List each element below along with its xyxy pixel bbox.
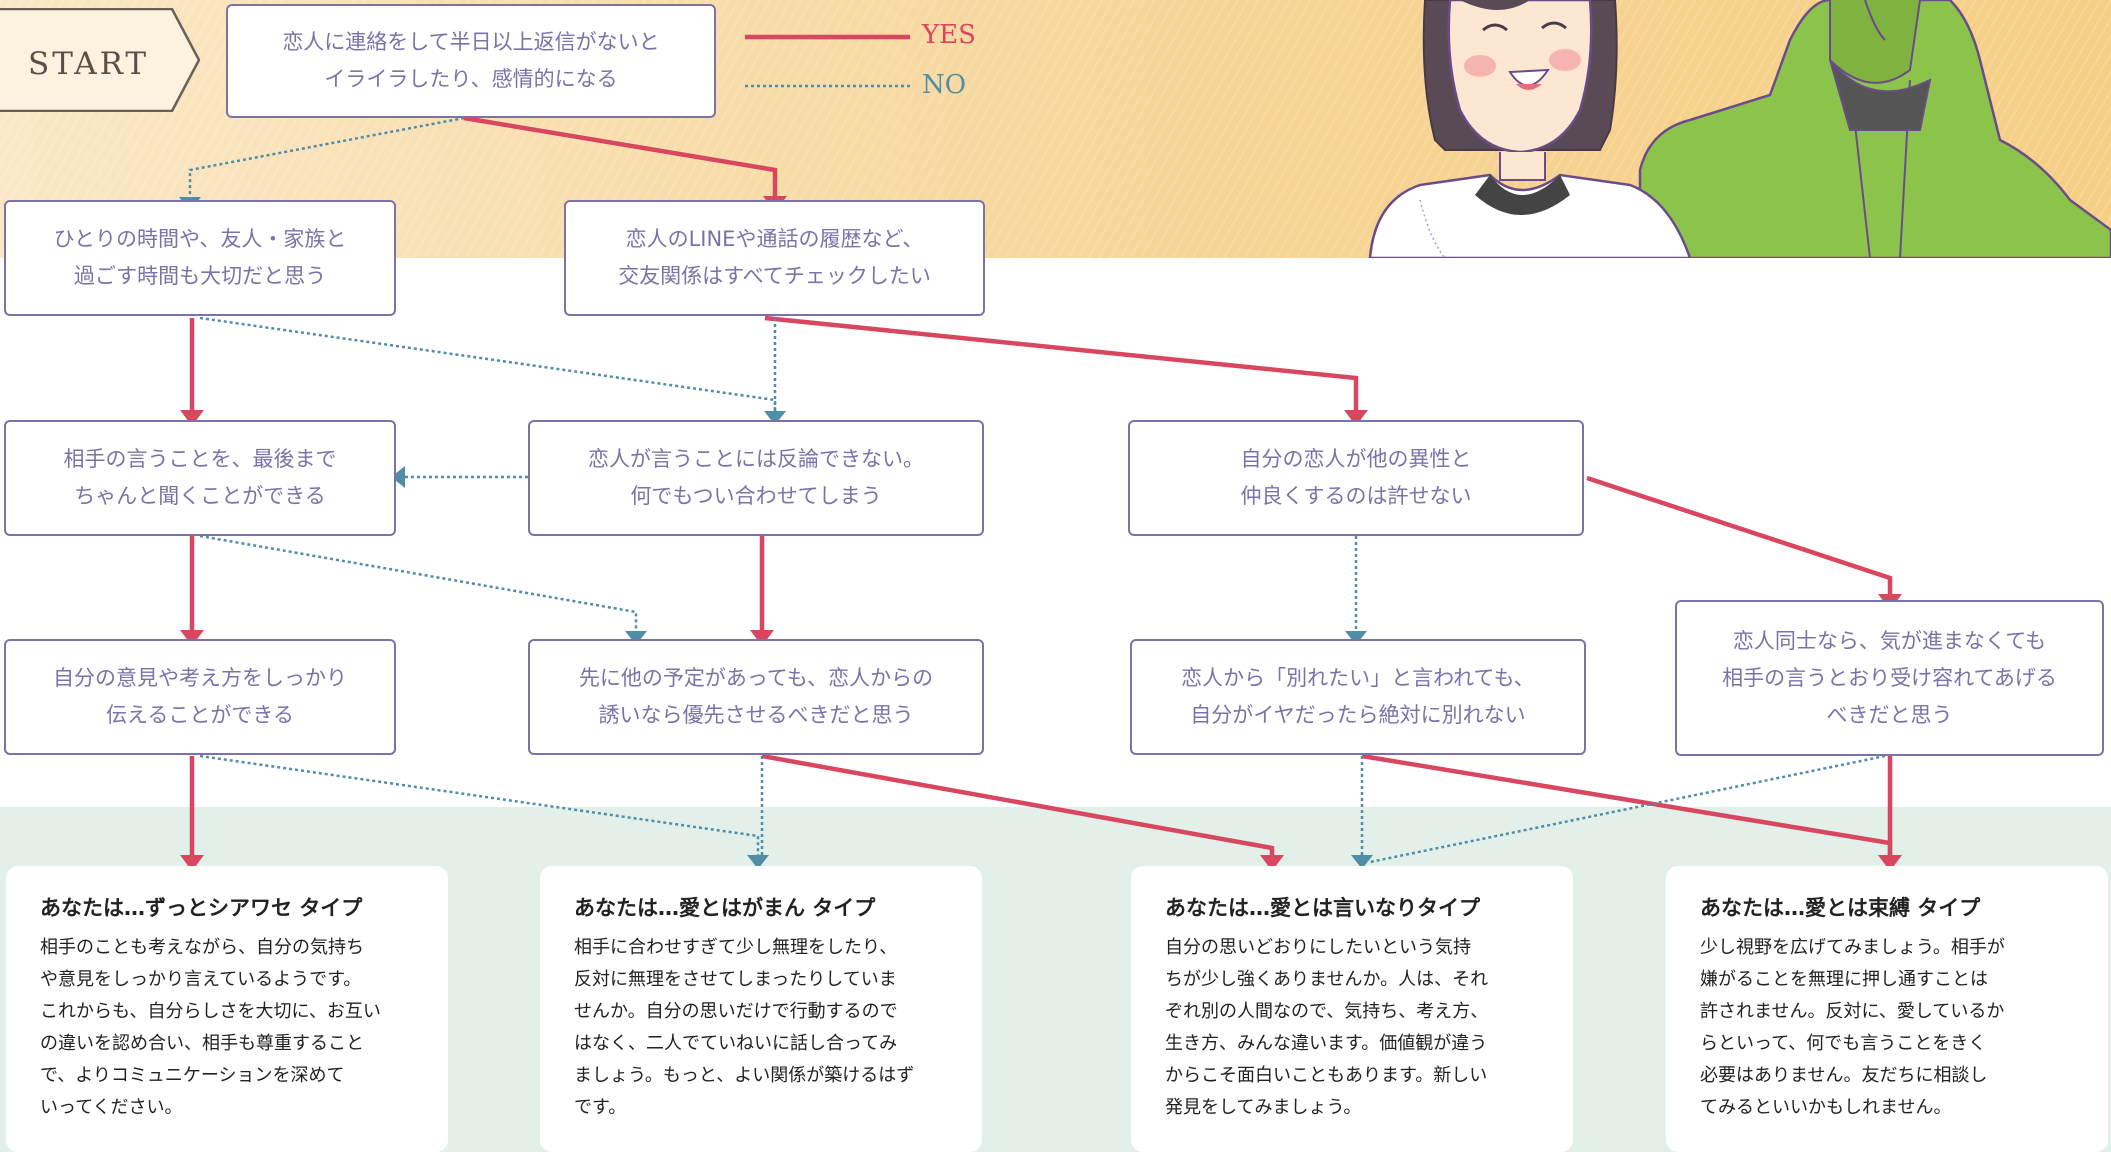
question-box-9: 恋人から「別れたい」と言われても、 自分がイヤだったら絶対に別れない [1130,639,1586,755]
arrowhead [750,630,774,646]
question-box-1: 恋人に連絡をして半日以上返信がないと イライラしたり、感情的になる [226,4,716,118]
question-box-6: 自分の恋人が他の異性と 仲良くするのは許せない [1128,420,1584,536]
start-text: START [28,46,150,82]
question-box-5: 恋人が言うことには反論できない。 何でもつい合わせてしまう [528,420,984,536]
result-title: あなたは…愛とは言いなりタイプ [1165,896,1480,920]
result-description: 相手に合わせすぎて少し無理をしたり、 反対に無理をさせてしまったりしていま せん… [574,937,915,1118]
arrowhead [1878,855,1902,871]
no-arrow-q10-r3 [1369,754,1886,864]
question-box-7: 自分の意見や考え方をしっかり 伝えることができる [4,639,396,755]
yes-arrow-q1-q3 [463,115,778,198]
question-box-8: 先に他の予定があっても、恋人からの 誘いなら優先させるべきだと思う [528,639,984,755]
arrowhead [180,410,204,426]
arrowhead [625,631,647,645]
arrowhead [180,855,204,871]
arrowhead [1260,855,1284,871]
legend-no-label: NO [922,70,967,100]
result-card-1: あなたは…ずっとシアワセ タイプ 相手のことも考えながら、自分の気持ち や意見を… [6,866,448,1152]
result-card-3: あなたは…愛とは言いなりタイプ 自分の思いどおりにしたいという気持 ちが少し強く… [1131,866,1573,1152]
yes-arrow-q6-q10 [1586,475,1893,596]
yes-arrow-q3-q6 [764,315,1359,412]
result-card-2: あなたは…愛とはがまん タイプ 相手に合わせすぎて少し無理をしたり、 反対に無理… [540,866,982,1152]
no-arrow-q2-q5 [199,316,777,412]
no-arrow-q4-q8 [199,534,638,632]
result-title: あなたは…愛とはがまん タイプ [574,896,876,920]
no-arrow-q1-q2 [188,116,465,198]
question-box-3: 恋人のLINEや通話の履歴など、 交友関係はすべてチェックしたい [564,200,985,316]
arrowhead [1344,410,1368,426]
question-box-10: 恋人同士なら、気が進まなくても 相手の言うとおり受け容れてあげる べきだと思う [1675,600,2104,756]
question-box-2: ひとりの時間や、友人・家族と 過ごす時間も大切だと思う [4,200,396,316]
yes-arrow-q9-r4 [1361,753,1893,856]
man-figure [1638,0,2111,258]
arrowhead [180,630,204,646]
arrowhead [1345,631,1367,645]
legend-yes-label: YES [922,20,976,50]
start-tab-shape [0,8,200,112]
woman-figure [1368,0,1692,258]
yes-arrow-q8-r3 [761,753,1275,856]
result-title: あなたは…ずっとシアワセ タイプ [40,896,363,920]
result-card-4: あなたは…愛とは束縛 タイプ 少し視野を広げてみましょう。相手が 嫌がることを無… [1666,866,2108,1152]
result-description: 少し視野を広げてみましょう。相手が 嫌がることを無理に押し通すことは 許されませ… [1700,937,2005,1118]
start-label: START [0,8,200,112]
arrowhead [1351,855,1373,869]
result-description: 自分の思いどおりにしたいという気持 ちが少し強くありませんか。人は、それ ぞれ別… [1165,937,1489,1118]
arrowhead [764,411,786,425]
no-arrow-q7-r2 [199,754,760,856]
result-description: 相手のことも考えながら、自分の気持ち や意見をしっかり言えているようです。 これ… [40,937,381,1118]
arrowhead [391,466,405,488]
arrowhead [747,855,769,869]
result-title: あなたは…愛とは束縛 タイプ [1700,896,1981,920]
question-box-4: 相手の言うことを、最後まで ちゃんと聞くことができる [4,420,396,536]
couple-illustration [1368,0,2111,258]
